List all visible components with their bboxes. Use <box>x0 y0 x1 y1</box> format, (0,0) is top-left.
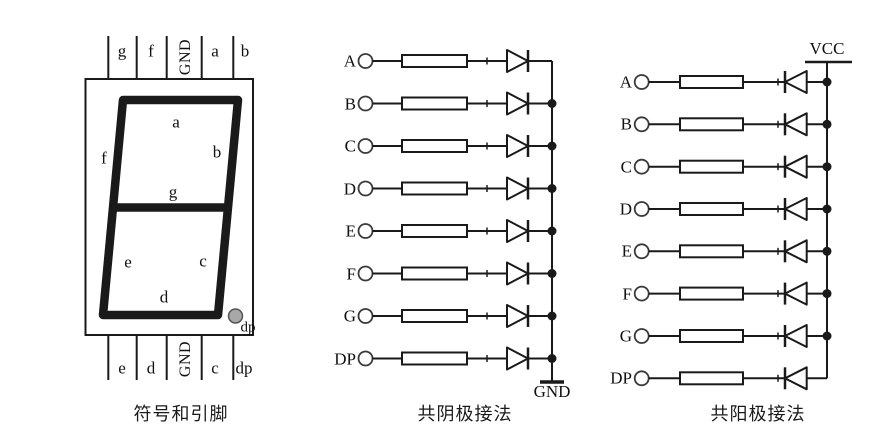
top-pin-label-gnd: GND <box>177 38 194 76</box>
bottom-pin-label-gnd: GND <box>177 340 194 378</box>
common-cathode-caption: 共阴极接法 <box>417 404 513 424</box>
bottom-pin-leads <box>107 335 235 380</box>
segment-a-label: a <box>172 112 180 132</box>
ca-input-e: E <box>621 241 632 261</box>
common-anode-caption: 共阳极接法 <box>710 404 806 424</box>
top-pin-label-b: b <box>240 41 250 61</box>
gnd-rail-label: GND <box>533 382 571 401</box>
segment-g-label: g <box>168 182 178 202</box>
segment-eight-outline <box>98 95 243 320</box>
ca-input-c: C <box>620 157 632 177</box>
common-cathode-panel: A B C D E F G DP GND 共阴极接法 <box>300 0 580 447</box>
segment-b-label: b <box>212 142 222 162</box>
ca-input-b: B <box>620 114 632 134</box>
cc-input-dp: DP <box>334 349 356 368</box>
ca-input-dp: DP <box>610 368 632 388</box>
top-pin-leads <box>107 36 235 79</box>
common-anode-circuit-drawing <box>633 60 852 391</box>
bottom-pin-label-c: c <box>211 358 219 378</box>
cc-input-d: D <box>343 179 356 198</box>
cc-input-c: C <box>344 136 356 156</box>
segment-e-label: e <box>124 252 132 272</box>
segment-f-label: f <box>101 148 107 168</box>
ca-input-g: G <box>619 326 632 346</box>
cc-input-f: F <box>346 264 356 283</box>
common-cathode-circuit-drawing <box>357 48 564 384</box>
top-pin-label-g: g <box>117 41 127 61</box>
cc-input-b: B <box>344 94 356 113</box>
seven-segment-symbol-drawing <box>84 36 254 380</box>
symbol-pinout-panel: g f GND a b e d GND c dp a b f g e c d d… <box>0 0 300 447</box>
bottom-pin-label-dp: dp <box>235 358 253 378</box>
top-pin-label-f: f <box>148 41 154 61</box>
bus-junction-dots <box>822 77 832 341</box>
top-pin-label-a: a <box>211 41 219 61</box>
bottom-pin-label-e: e <box>118 358 126 378</box>
cc-input-g: G <box>343 306 356 326</box>
segment-c-label: c <box>199 251 207 271</box>
bottom-pin-label-d: d <box>146 358 156 378</box>
bus-junction-dots <box>547 99 557 363</box>
common-anode-panel: A B C D E F G DP VCC 共阳极接法 <box>586 0 876 447</box>
vcc-rail-label: VCC <box>809 39 845 58</box>
ca-input-d: D <box>619 199 632 219</box>
ca-input-f: F <box>622 284 632 304</box>
segment-dp-label: dp <box>240 319 256 336</box>
ca-input-a: A <box>619 72 632 92</box>
segment-d-label: d <box>159 287 169 307</box>
dp-dot <box>227 308 244 324</box>
cc-input-e: E <box>345 221 356 241</box>
symbol-pinout-caption: 符号和引脚 <box>133 404 229 424</box>
cc-input-a: A <box>343 51 356 71</box>
